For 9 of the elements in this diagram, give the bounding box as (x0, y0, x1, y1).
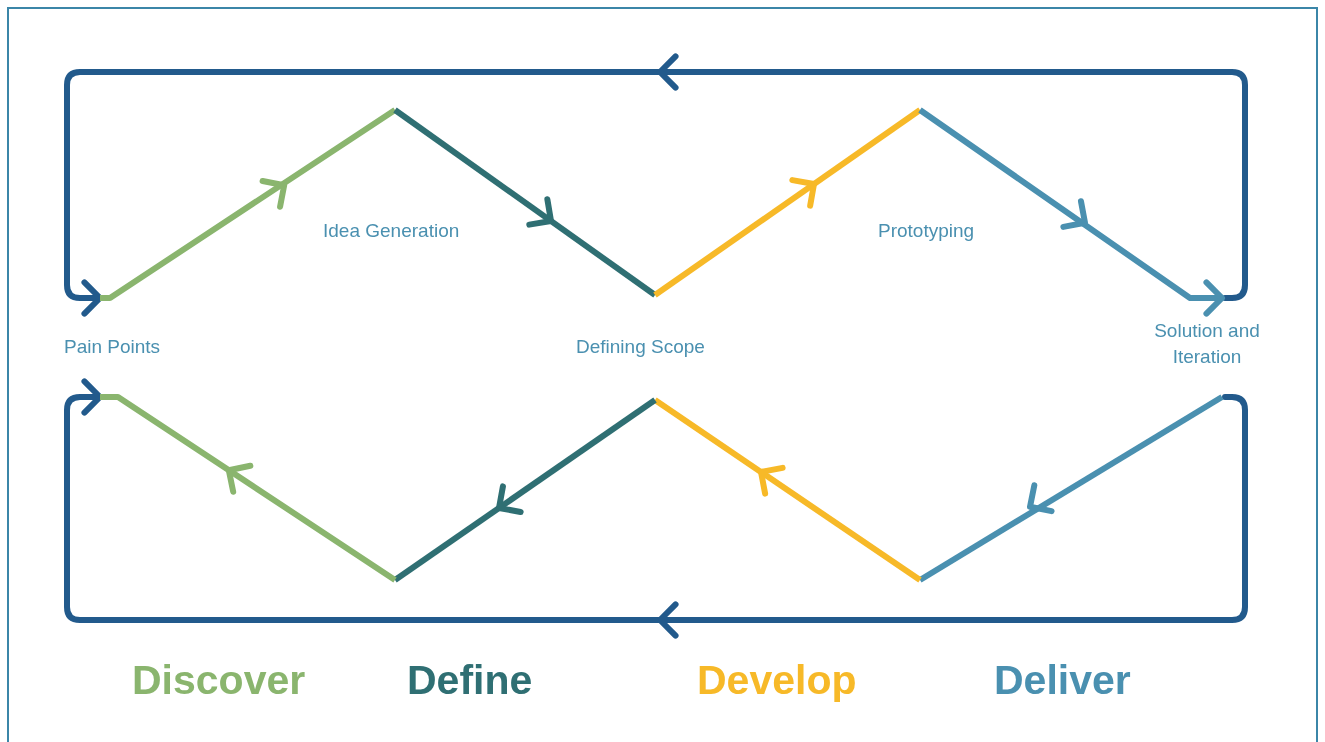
phase-title: Discover (132, 656, 306, 705)
stage-label: Pain Points (64, 335, 161, 359)
phase-title: Develop (697, 656, 857, 705)
stage-label: Solution and Iteration (1153, 319, 1261, 369)
stage-label: Prototyping (878, 219, 975, 243)
phase-title: Deliver (994, 656, 1131, 705)
stage-label: Idea Generation (323, 219, 460, 243)
stage-label: Defining Scope (576, 335, 705, 359)
phase-title: Define (407, 656, 533, 705)
